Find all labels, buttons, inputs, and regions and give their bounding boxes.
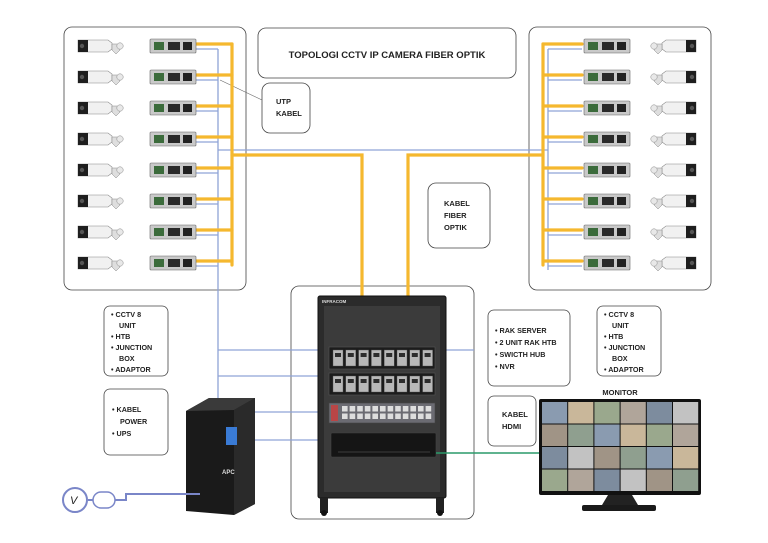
htb-converter xyxy=(583,255,631,271)
htb-converter xyxy=(149,224,197,240)
htb-converter xyxy=(583,69,631,85)
htb-converter xyxy=(149,255,197,271)
hdmi-label-box xyxy=(487,395,537,447)
htb-converter xyxy=(149,69,197,85)
camera-icon xyxy=(650,225,697,241)
camera-icon xyxy=(650,39,697,55)
right-note-3: • HTB xyxy=(604,332,623,341)
htb-converter xyxy=(583,193,631,209)
right-camera-group xyxy=(583,38,697,272)
htb-converter xyxy=(149,38,197,54)
rack-note-3: • SWICTH HUB xyxy=(495,350,545,359)
camera-icon xyxy=(650,194,697,210)
voltage-label: V xyxy=(70,495,79,507)
left-note-5: BOX xyxy=(119,354,135,363)
rack-notes-box xyxy=(487,309,571,387)
monitor: MONITOR xyxy=(539,388,701,511)
camera-icon xyxy=(77,163,124,179)
left-notes: • CCTV 8 UNIT • HTB • JUNCTION BOX • ADA… xyxy=(111,310,152,374)
fiber-label-line1: KABEL xyxy=(444,199,470,208)
htb-converter xyxy=(583,224,631,240)
htb-converter xyxy=(583,131,631,147)
htb-converter xyxy=(583,162,631,178)
left-note-3: • HTB xyxy=(111,332,130,341)
camera-icon xyxy=(650,163,697,179)
power-note-3: • UPS xyxy=(112,429,131,438)
camera-icon xyxy=(650,256,697,272)
right-note-1: • CCTV 8 xyxy=(604,310,634,319)
right-note-6: • ADAPTOR xyxy=(604,365,644,374)
utp-label-box xyxy=(261,82,311,134)
htb-converter xyxy=(583,38,631,54)
power-note-2: POWER xyxy=(120,417,148,426)
left-camera-group xyxy=(77,38,197,272)
left-note-2: UNIT xyxy=(119,321,136,330)
rack-note-2: • 2 UNIT RAK HTB xyxy=(495,338,557,347)
hdmi-label-line1: KABEL xyxy=(502,410,528,419)
rack-note-1: • RAK SERVER xyxy=(495,326,547,335)
utp-label-line1: UTP xyxy=(276,97,291,106)
right-note-5: BOX xyxy=(612,354,628,363)
camera-icon xyxy=(77,132,124,148)
right-note-4: • JUNCTION xyxy=(604,343,645,352)
power-cable: V xyxy=(62,487,200,513)
power-notes-box xyxy=(103,388,169,456)
htb-converter xyxy=(149,162,197,178)
right-notes-box xyxy=(596,305,662,377)
rack-brand-label: INFRACOM xyxy=(322,299,346,304)
htb-converter xyxy=(149,100,197,116)
rack-notes: • RAK SERVER • 2 UNIT RAK HTB • SWICTH H… xyxy=(495,326,557,371)
right-camera-panel xyxy=(528,26,712,291)
camera-icon xyxy=(650,132,697,148)
left-note-6: • ADAPTOR xyxy=(111,365,151,374)
htb-converter xyxy=(583,100,631,116)
ups-device: APC xyxy=(186,398,255,515)
camera-icon xyxy=(650,70,697,86)
camera-icon xyxy=(77,194,124,210)
camera-icon xyxy=(77,39,124,55)
title-box xyxy=(257,27,517,79)
camera-icon xyxy=(77,101,124,117)
fiber-label-box xyxy=(427,182,491,249)
left-note-1: • CCTV 8 xyxy=(111,310,141,319)
ups-screen xyxy=(226,427,237,445)
right-note-2: UNIT xyxy=(612,321,629,330)
monitor-label: MONITOR xyxy=(602,388,638,397)
diagram-title: TOPOLOGI CCTV IP CAMERA FIBER OPTIK xyxy=(289,50,486,61)
right-notes: • CCTV 8 UNIT • HTB • JUNCTION BOX • ADA… xyxy=(604,310,645,374)
camera-icon xyxy=(77,225,124,241)
fiber-label-line3: OPTIK xyxy=(444,223,468,232)
htb-converter xyxy=(149,131,197,147)
switch-hub xyxy=(328,402,436,424)
left-note-4: • JUNCTION xyxy=(111,343,152,352)
utp-label-line2: KABEL xyxy=(276,109,302,118)
left-notes-box xyxy=(103,305,169,377)
hdmi-label-line2: HDMI xyxy=(502,422,521,431)
power-note-1: • KABEL xyxy=(112,405,142,414)
camera-icon xyxy=(650,101,697,117)
voltage-source-icon xyxy=(62,487,88,513)
power-notes: • KABEL POWER • UPS xyxy=(112,405,148,438)
server-rack: INFRACOM xyxy=(317,295,447,516)
left-camera-panel xyxy=(63,26,247,291)
camera-icon xyxy=(77,70,124,86)
camera-icon xyxy=(77,256,124,272)
fiber-label-line2: FIBER xyxy=(444,211,467,220)
rack-note-4: • NVR xyxy=(495,362,515,371)
nvr-unit xyxy=(330,432,437,458)
ups-brand-label: APC xyxy=(222,470,235,476)
htb-converter xyxy=(149,193,197,209)
